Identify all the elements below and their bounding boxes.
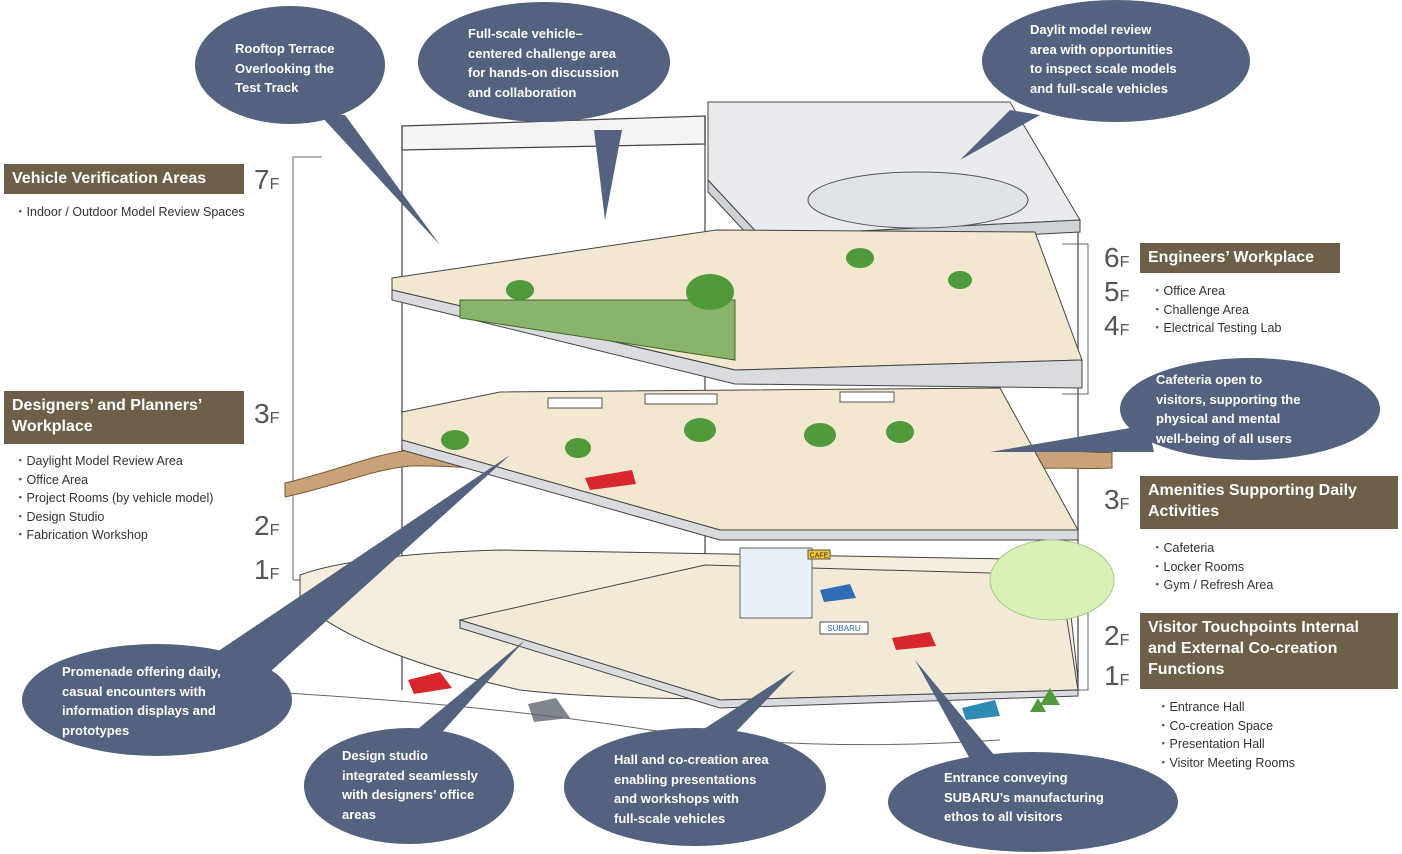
callout-design-studio: Design studio integrated seamlessly with…	[304, 728, 514, 844]
list-item: Fabrication Workshop	[14, 526, 213, 545]
list-item: Design Studio	[14, 508, 213, 527]
panel-header-engineers: Engineers’ Workplace	[1140, 243, 1340, 273]
ground-floor-level: CAFE SUBARU	[269, 539, 1115, 746]
callout-promenade: Promenade offering daily, casual encount…	[22, 644, 292, 756]
callout-pointers	[205, 110, 1154, 768]
list-item: Gym / Refresh Area	[1151, 576, 1274, 595]
floor-label-1f-right: 1F	[1104, 660, 1130, 691]
panel-header-designers-planners: Designers’ and Planners’ Workplace	[4, 391, 244, 444]
panel-list-visitor-touchpoints: Entrance Hall Co-creation Space Presenta…	[1157, 698, 1296, 773]
list-item: Cafeteria	[1151, 539, 1273, 558]
list-item: Electrical Testing Lab	[1151, 319, 1282, 338]
callout-entrance: Entrance conveying SUBARU’s manufacturin…	[888, 752, 1178, 852]
panel-list-engineers: Office Area Challenge Area Electrical Te…	[1151, 282, 1282, 338]
brand-sign: SUBARU	[827, 624, 861, 633]
list-item: Office Area	[1151, 282, 1281, 301]
list-item: Locker Rooms	[1151, 558, 1273, 577]
floor-label-1f-left: 1F	[254, 554, 280, 585]
upper-terrace-level	[391, 229, 1083, 389]
list-item: Daylight Model Review Area	[14, 452, 213, 471]
list-item: Office Area	[14, 471, 213, 490]
floor-label-2f-right: 2F	[1104, 620, 1130, 651]
callout-daylit-model-review: Daylit model review area with opportunit…	[982, 0, 1250, 122]
floor-label-3f-left: 3F	[254, 398, 280, 429]
panel-header-visitor-touchpoints: Visitor Touchpoints Internal and Externa…	[1140, 613, 1398, 689]
callout-hall-co-creation: Hall and co-creation area enabling prese…	[564, 728, 826, 846]
floor-label-6f-right: 6F	[1104, 242, 1130, 273]
panel-list-amenities: Cafeteria Locker Rooms Gym / Refresh Are…	[1151, 539, 1274, 595]
floor-label-5f-right: 5F	[1104, 276, 1130, 307]
list-item: Visitor Meeting Rooms	[1157, 754, 1296, 773]
panel-list-designers-planners: Daylight Model Review Area Office Area P…	[14, 452, 214, 545]
callout-challenge-area: Full-scale vehicle– centered challenge a…	[418, 2, 670, 122]
panel-list-vehicle-verification: Indoor / Outdoor Model Review Spaces	[14, 203, 245, 222]
floor-label-4f-right: 4F	[1104, 310, 1130, 341]
floor-label-7f-left: 7F	[254, 164, 280, 195]
roof-level	[707, 101, 1081, 249]
third-floor-level	[401, 387, 1079, 541]
panel-header-amenities: Amenities Supporting Daily Activities	[1140, 476, 1398, 529]
floor-label-3f-right: 3F	[1104, 484, 1130, 515]
cafe-sign: CAFE	[810, 553, 829, 560]
list-item: Challenge Area	[1151, 301, 1281, 320]
panel-header-vehicle-verification: Vehicle Verification Areas	[4, 164, 244, 194]
list-item: Entrance Hall	[1157, 698, 1295, 717]
list-item: Project Rooms (by vehicle model)	[14, 489, 214, 508]
callout-cafeteria: Cafeteria open to visitors, supporting t…	[1120, 358, 1380, 460]
list-item: Co-creation Space	[1157, 717, 1295, 736]
left-floor-bracket	[292, 156, 322, 581]
floor-label-2f-left: 2F	[254, 510, 280, 541]
list-item: Presentation Hall	[1157, 735, 1295, 754]
callout-rooftop-terrace: Rooftop Terrace Overlooking the Test Tra…	[195, 6, 385, 124]
list-item: Indoor / Outdoor Model Review Spaces	[14, 203, 245, 222]
